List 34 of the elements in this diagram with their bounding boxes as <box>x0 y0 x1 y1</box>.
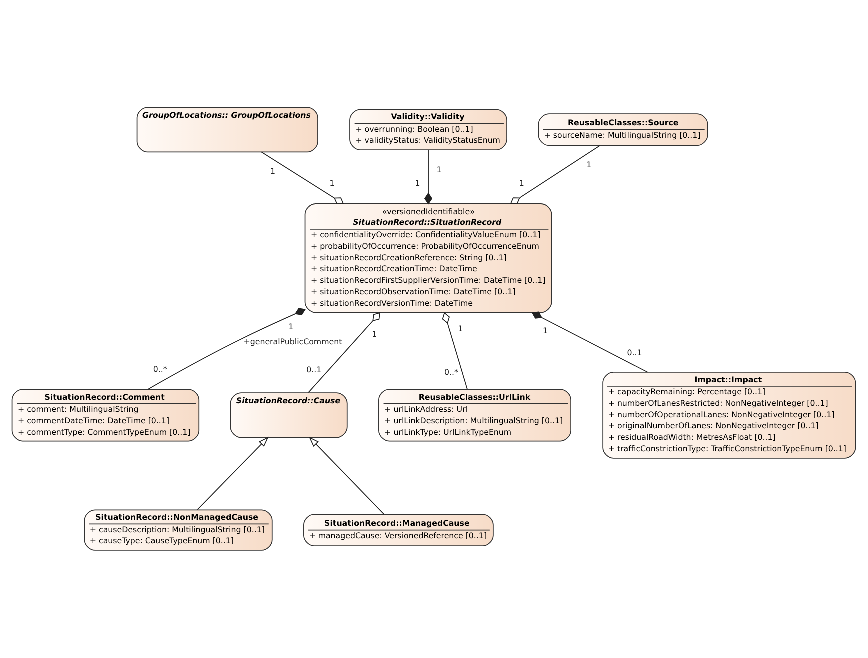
edge-label: +generalPublicComment <box>244 338 342 347</box>
node-label: 1 <box>415 178 420 188</box>
node-label: 1 <box>436 165 442 174</box>
connector <box>261 152 344 204</box>
node-box: ReusableClasses::UrlLink + urlLinkAddress: Url + urlLinkDescription: MultilingualString [0..1] + urlLinkType: UrlLinkTypeEnum <box>378 389 572 442</box>
node-box: «versionedIdentifiable» SituationRecord::SituationRecord + confidentialityOverride: ConfidentialityValueEnum [0..1] + probabilityOfOccurrence: ProbabilityOfOccurrenceEnum + situationRecordCreationReference: String [0..1] + situationRecordCreationTime: DateTime + situationRecordFirstSupplierVersionTime: DateTime [0..1] + situationRecordObservationTime: DateTime [0..1] + situationRecordVersionTime: DateTime <box>304 204 552 314</box>
arrow <box>309 436 385 515</box>
node-box: ReusableClasses::Source + sourceName: MultilingualString [0..1] <box>538 114 708 146</box>
arrow <box>197 436 269 510</box>
node-label: 0..1 <box>627 348 642 358</box>
node-label: 1 <box>372 330 378 340</box>
node-box: SituationRecord::ManagedCause + managedCause: VersionedReference [0..1] <box>304 514 494 547</box>
connector <box>532 312 648 373</box>
node-label: 1 <box>288 322 294 332</box>
node-label: 1 <box>542 326 548 336</box>
node-label: 1 <box>330 179 335 188</box>
node-box: SituationRecord::NonManagedCause + causeDescription: MultilingualString [0..1] + causeType: CauseTypeEnum [0..1] <box>84 510 273 551</box>
node-label: 1 <box>519 178 524 188</box>
node-box: Validity::Validity + overrunning: Boolean [0..1] + validityStatus: ValidityStatusEnum <box>350 109 508 150</box>
node-label: 1 <box>458 324 464 334</box>
node-box: GroupOfLocations:: GroupOfLocations <box>136 107 318 153</box>
connector <box>308 312 381 394</box>
connector <box>424 150 433 205</box>
connector <box>510 145 601 204</box>
node-label: 0..1 <box>306 366 322 374</box>
node-label: 0..* <box>444 368 458 378</box>
connector <box>148 308 306 390</box>
node-box: SituationRecord::Cause <box>230 392 348 438</box>
node-label: 1 <box>586 160 592 170</box>
node-label: 1 <box>270 166 276 176</box>
node-box: SituationRecord::Comment + comment: MultilingualString + commentDateTime: DateTime [0..1] + commentType: CommentTypeEnum [0..1] <box>12 389 200 442</box>
node-box: Impact::Impact + capacityRemaining: Percentage [0..1] + numberOfLanesRestricted: NonNegativeInteger [0..1] + numberOfOperationalLanes: NonNegativeInteger [0..1] + originalNumberOfLanes: NonNegativeInteger [0..1] + residualRoadWidth: MetresAsFloat [0..1] + trafficConstrictionType: TrafficConstrictionTypeEnum [0..1] <box>602 372 856 459</box>
connector <box>442 312 468 390</box>
node-label: 0..* <box>153 365 168 374</box>
